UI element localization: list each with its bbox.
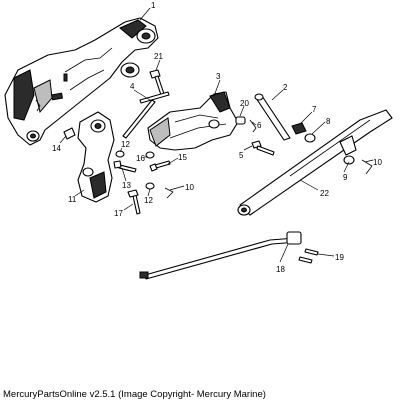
callout-18: 18 <box>276 265 285 274</box>
callout-13: 13 <box>122 181 131 190</box>
part-linkage-3 <box>147 91 239 151</box>
callout-2: 2 <box>283 83 288 92</box>
part-spring-7 <box>291 122 316 143</box>
callout-12b: 12 <box>144 196 153 205</box>
callout-10a: 10 <box>373 158 382 167</box>
callout-7: 7 <box>312 105 317 114</box>
part-rod-4 <box>122 91 170 139</box>
callout-15: 15 <box>178 153 187 162</box>
callout-6: 6 <box>257 121 262 130</box>
callout-3: 3 <box>216 72 221 81</box>
callout-labels: 1 2 3 4 5 6 7 8 9 10 10 11 12 12 13 14 1… <box>52 1 382 274</box>
part-bushing-20 <box>235 116 257 133</box>
callout-8: 8 <box>326 117 331 126</box>
leader-lines <box>59 7 374 263</box>
callout-9: 9 <box>343 173 348 182</box>
callout-4: 4 <box>130 82 135 91</box>
callout-10b: 10 <box>185 183 194 192</box>
callout-1: 1 <box>151 1 156 10</box>
part-pin-2 <box>254 93 291 141</box>
part-bolt-5 <box>251 140 275 156</box>
callout-19: 19 <box>335 253 344 262</box>
callout-20: 20 <box>240 99 249 108</box>
part-bolt-21 <box>149 69 165 96</box>
callout-22: 22 <box>320 189 329 198</box>
image-caption: MercuryPartsOnline v2.5.1 (Image Copyrig… <box>3 389 266 400</box>
callout-21: 21 <box>154 52 163 61</box>
part-clip-14 <box>63 127 76 140</box>
callout-14: 14 <box>52 144 61 153</box>
callout-17: 17 <box>114 209 123 218</box>
part-fasteners <box>113 150 174 215</box>
part-rod-18 <box>139 231 302 280</box>
callout-11: 11 <box>68 195 77 204</box>
part-bracket <box>4 17 159 146</box>
part-lower-bracket-11 <box>77 111 115 203</box>
part-cylinder-22 <box>237 109 393 216</box>
callout-12a: 12 <box>121 140 130 149</box>
callout-5: 5 <box>239 151 244 160</box>
part-screws-19 <box>298 248 319 264</box>
callout-16: 16 <box>136 154 145 163</box>
